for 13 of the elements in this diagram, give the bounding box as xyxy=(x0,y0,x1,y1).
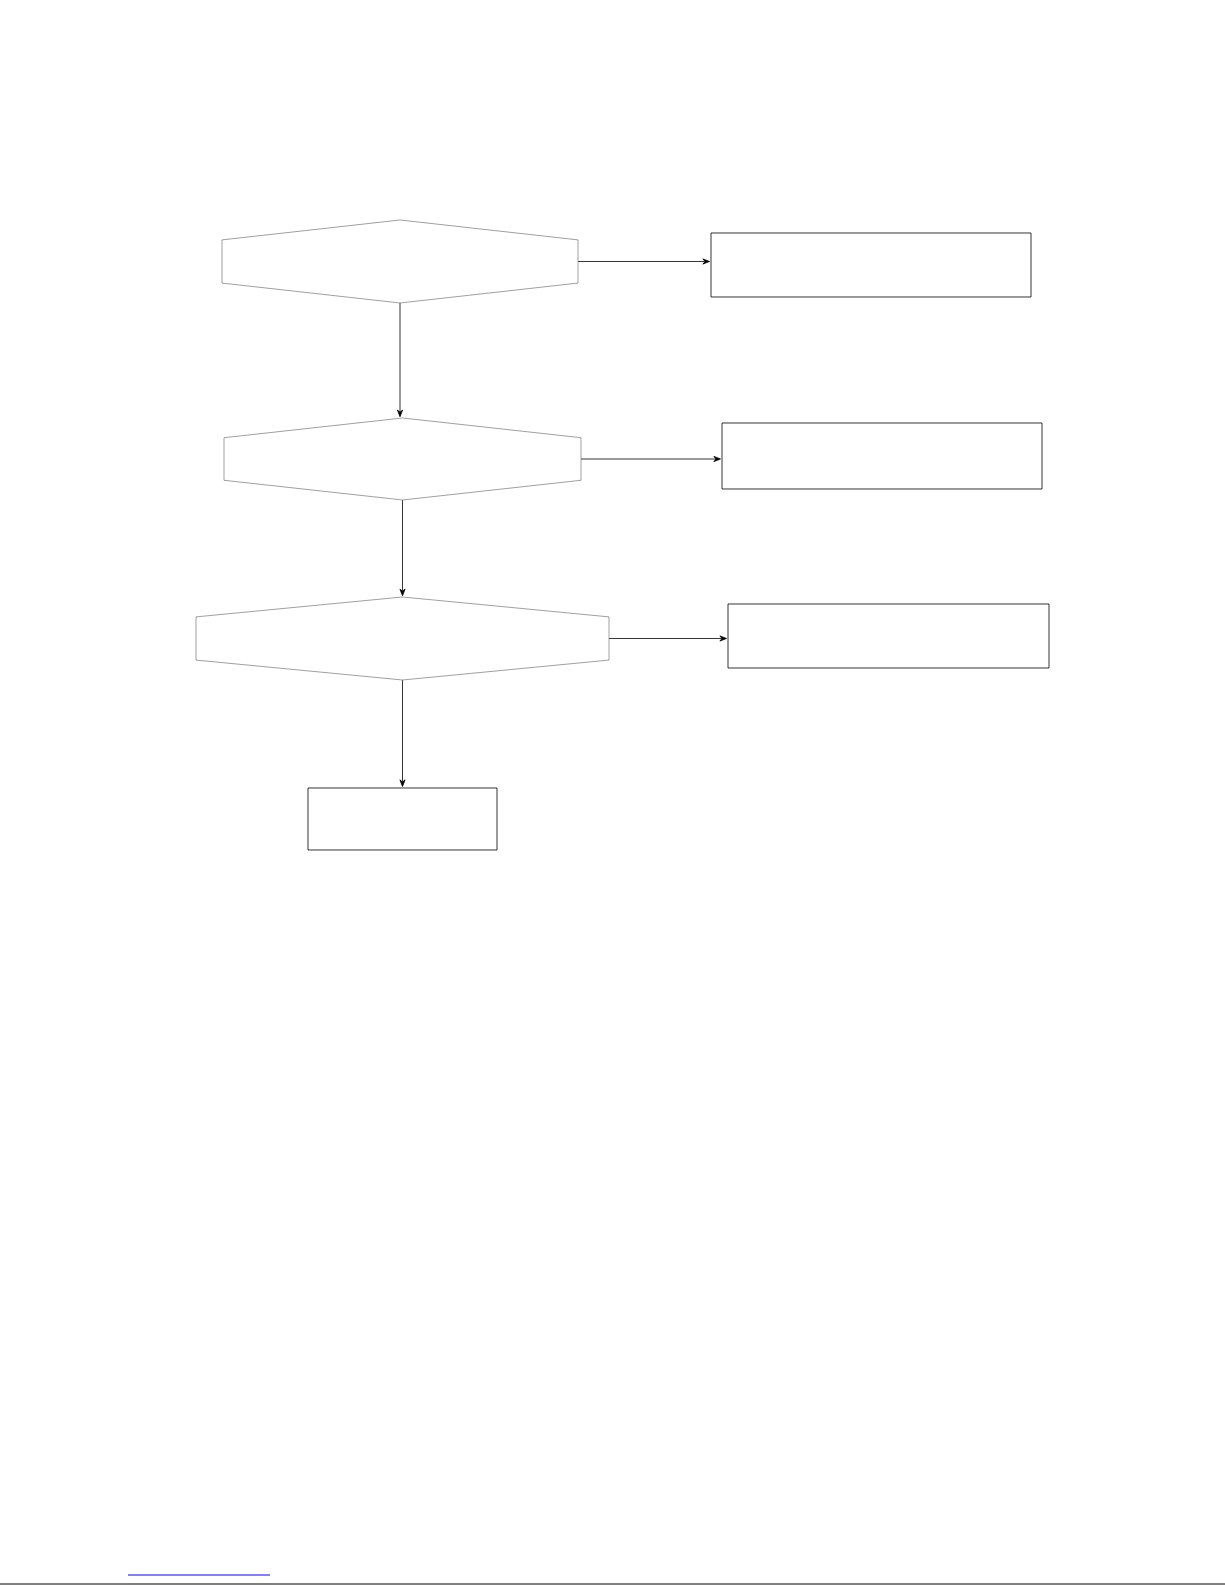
arrow xyxy=(399,499,406,597)
decision-hexagon xyxy=(221,219,579,304)
decision-hexagon xyxy=(195,596,610,681)
decision-hexagon xyxy=(223,417,582,501)
arrow xyxy=(608,635,727,642)
process-box xyxy=(721,422,1043,490)
arrow xyxy=(397,302,403,418)
arrow xyxy=(399,679,406,787)
process-box xyxy=(710,232,1032,298)
arrow xyxy=(577,258,710,265)
arrow xyxy=(580,456,721,462)
process-box xyxy=(307,787,498,851)
process-box xyxy=(727,603,1050,669)
